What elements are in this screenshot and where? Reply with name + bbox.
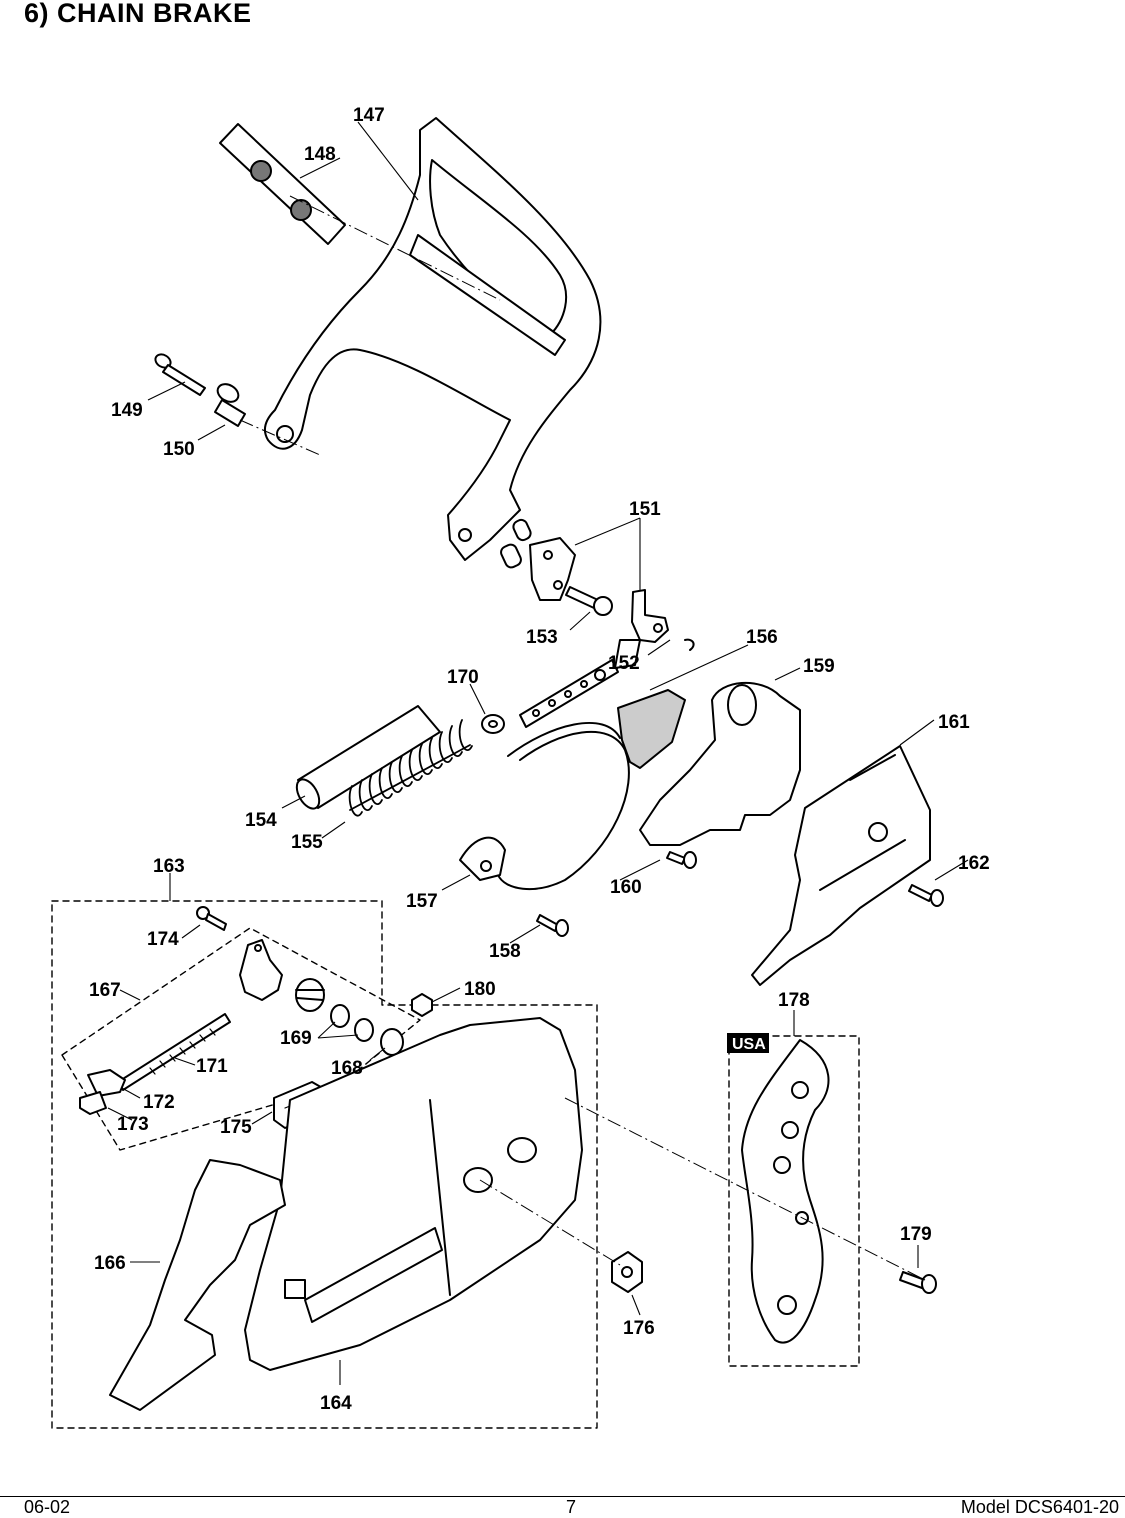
label-147: 147 bbox=[353, 105, 385, 126]
axis-lines bbox=[239, 195, 926, 1281]
brake-band-157 bbox=[459, 722, 630, 891]
lever-152 bbox=[631, 589, 695, 651]
catcher-plate-178 bbox=[741, 1039, 830, 1344]
nut-176 bbox=[611, 1251, 643, 1293]
pin-172 bbox=[87, 1069, 126, 1097]
leader-lines bbox=[107, 121, 969, 1385]
block-173 bbox=[79, 1091, 107, 1115]
footer-page-number: 7 bbox=[566, 1497, 577, 1517]
usa-badge: USA bbox=[727, 1033, 769, 1053]
label-160: 160 bbox=[610, 877, 642, 898]
label-149: 149 bbox=[111, 400, 143, 421]
footer-divider bbox=[0, 1496, 1125, 1497]
spring-155 bbox=[348, 719, 473, 817]
label-157: 157 bbox=[406, 891, 438, 912]
label-163: 163 bbox=[153, 856, 185, 877]
label-152: 152 bbox=[608, 653, 640, 674]
screw-160 bbox=[666, 851, 697, 869]
brake-plate bbox=[519, 639, 641, 728]
gear bbox=[295, 978, 325, 1012]
clutch-cover-164 bbox=[244, 1017, 583, 1371]
screw-162 bbox=[908, 884, 944, 907]
screw-153 bbox=[565, 586, 613, 616]
adjuster-region bbox=[61, 927, 421, 1151]
label-148: 148 bbox=[304, 144, 336, 165]
brake-lever-166 bbox=[109, 1159, 286, 1411]
screw-158 bbox=[536, 914, 569, 937]
brake-link-151 bbox=[500, 518, 576, 601]
bolt-149 bbox=[154, 353, 206, 396]
page-title: 6) CHAIN BRAKE bbox=[24, 0, 252, 28]
label-167: 167 bbox=[89, 980, 121, 1001]
label-166: 166 bbox=[94, 1253, 126, 1274]
label-173: 173 bbox=[117, 1114, 149, 1135]
label-156: 156 bbox=[746, 627, 778, 648]
label-164: 164 bbox=[320, 1393, 352, 1414]
label-155: 155 bbox=[291, 832, 323, 853]
label-172: 172 bbox=[143, 1092, 175, 1113]
bushing-150 bbox=[214, 383, 246, 427]
footer-model: Model DCS6401-20 bbox=[960, 1497, 1119, 1517]
bracket-167 bbox=[239, 939, 283, 1001]
housing-159 bbox=[639, 682, 801, 846]
label-168: 168 bbox=[331, 1058, 363, 1079]
footer-date: 06-02 bbox=[24, 1497, 71, 1517]
label-154: 154 bbox=[245, 810, 277, 831]
label-151: 151 bbox=[629, 499, 661, 520]
pad-156 bbox=[617, 689, 686, 769]
label-161: 161 bbox=[938, 712, 970, 733]
bushing-168 bbox=[380, 1028, 404, 1056]
washers-169 bbox=[330, 1004, 374, 1042]
sleeve-154 bbox=[295, 705, 441, 810]
usa-badge-bg bbox=[727, 1033, 769, 1053]
label-159: 159 bbox=[803, 656, 835, 677]
label-162: 162 bbox=[958, 853, 990, 874]
label-158: 158 bbox=[489, 941, 521, 962]
screw-179 bbox=[899, 1271, 937, 1294]
label-178: 178 bbox=[778, 990, 810, 1011]
nut-180 bbox=[411, 993, 433, 1017]
label-153: 153 bbox=[526, 627, 558, 648]
hand-guard-147 bbox=[263, 117, 602, 561]
screw-174 bbox=[196, 906, 227, 931]
label-171: 171 bbox=[196, 1056, 228, 1077]
label-180: 180 bbox=[464, 979, 496, 1000]
label-174: 174 bbox=[147, 929, 179, 950]
guard-plate-161 bbox=[751, 745, 931, 986]
label-169: 169 bbox=[280, 1028, 312, 1049]
label-175: 175 bbox=[220, 1117, 252, 1138]
adjuster-screw-171 bbox=[117, 1013, 231, 1091]
label-170: 170 bbox=[447, 667, 479, 688]
washer-170 bbox=[481, 714, 505, 734]
decal-148 bbox=[219, 123, 346, 245]
label-150: 150 bbox=[163, 439, 195, 460]
usa-badge-text: USA bbox=[732, 1036, 766, 1053]
part-labels: 147 148 149 150 151 153 152 156 159 170 … bbox=[89, 105, 990, 1414]
label-176: 176 bbox=[623, 1318, 655, 1339]
label-179: 179 bbox=[900, 1224, 932, 1245]
assembly-box-163 bbox=[51, 900, 598, 1429]
